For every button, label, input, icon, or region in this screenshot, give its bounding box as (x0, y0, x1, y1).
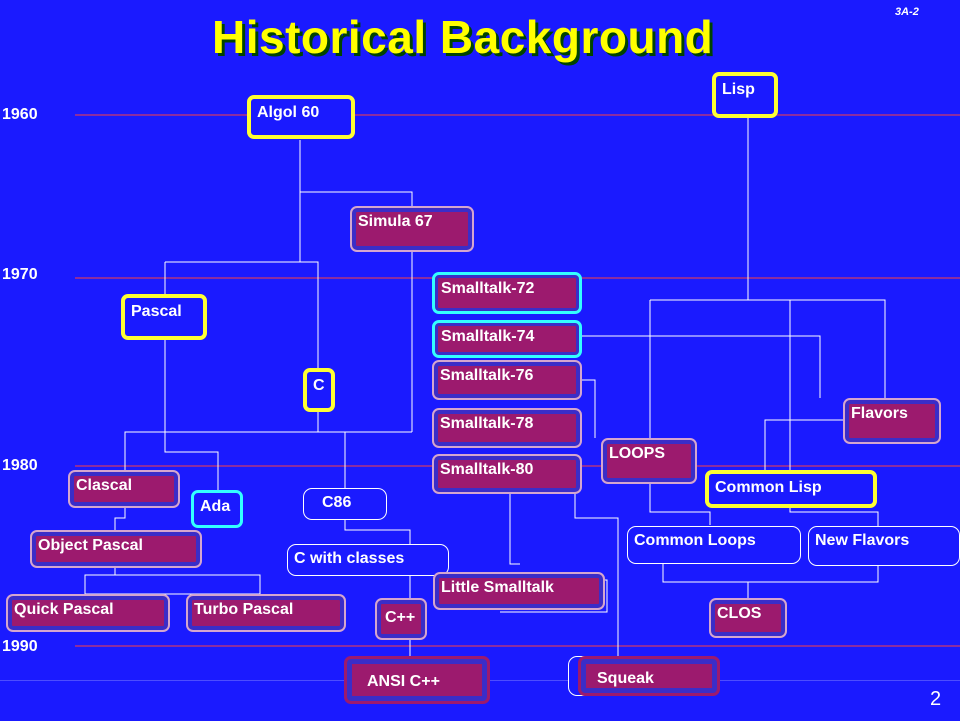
connector (574, 494, 619, 658)
node-pascal: Pascal (121, 294, 207, 340)
connector (764, 419, 845, 470)
connector (124, 431, 412, 476)
node-squeak: Squeak (578, 656, 720, 696)
node-clascal: Clascal (68, 470, 180, 508)
node-c: C (303, 368, 335, 412)
node-clos: CLOS (709, 598, 787, 638)
header-band (0, 0, 960, 66)
node-little-smalltalk: Little Smalltalk (433, 572, 605, 610)
node-smalltalk-80: Smalltalk-80 (432, 454, 582, 494)
year-label-1970: 1970 (2, 266, 38, 283)
connector (165, 261, 319, 368)
year-label-1960: 1960 (2, 106, 38, 123)
node-common-loops: Common Loops (627, 526, 801, 564)
connector (662, 564, 879, 583)
connector (114, 506, 126, 532)
node-smalltalk-72: Smalltalk-72 (432, 272, 582, 314)
node-cpp: C++ (375, 598, 427, 640)
connector (509, 494, 520, 565)
node-object-pascal: Object Pascal (30, 530, 202, 568)
connector (650, 299, 886, 398)
connector (300, 191, 413, 206)
node-loops: LOOPS (601, 438, 697, 484)
slide-title: Historical Background (212, 11, 714, 63)
node-common-lisp: Common Lisp (705, 470, 877, 508)
connector (84, 568, 261, 595)
node-ansi-cpp: ANSI C++ (344, 656, 490, 704)
node-smalltalk-78: Smalltalk-78 (432, 408, 582, 448)
page-number: 2 (930, 688, 942, 710)
connector (649, 484, 711, 525)
year-label-1990: 1990 (2, 638, 38, 655)
node-lisp: Lisp (712, 72, 778, 118)
year-label-1980: 1980 (2, 457, 38, 474)
connector (344, 518, 411, 550)
node-flavors: Flavors (843, 398, 941, 444)
connectors (84, 116, 886, 658)
node-smalltalk-76: Smalltalk-76 (432, 360, 582, 400)
node-simula-67: Simula 67 (350, 206, 474, 252)
node-quick-pascal: Quick Pascal (6, 594, 170, 632)
slide-id: 3A-2 (895, 6, 919, 18)
node-c-with-classes: C with classes (287, 544, 449, 576)
connector (789, 506, 879, 528)
connector (580, 379, 596, 438)
connector (317, 412, 346, 488)
node-smalltalk-74: Smalltalk-74 (432, 320, 582, 358)
connector (164, 340, 219, 492)
node-algol-60: Algol 60 (247, 95, 355, 139)
node-turbo-pascal: Turbo Pascal (186, 594, 346, 632)
node-ada: Ada (191, 490, 243, 528)
node-c86: C86 (303, 488, 387, 520)
connector (580, 335, 821, 398)
node-new-flavors: New Flavors (808, 526, 960, 566)
